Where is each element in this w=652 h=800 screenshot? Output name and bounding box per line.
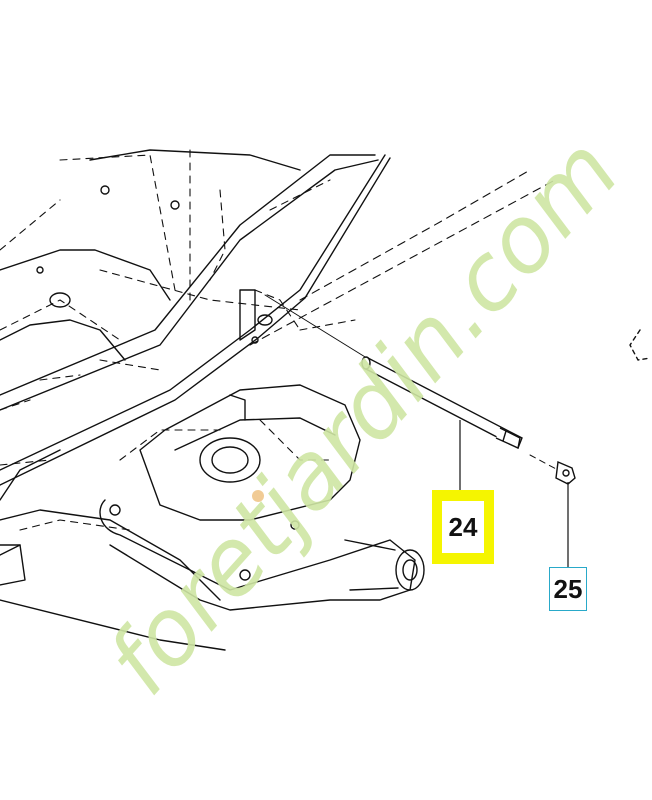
callout-part-24[interactable]: 24 — [432, 490, 494, 564]
pivot-bore — [199, 437, 261, 483]
clip-part-25 — [555, 460, 576, 485]
arm-pin-boss — [395, 549, 425, 591]
pin-part-24 — [361, 356, 523, 450]
pivot-housing — [139, 384, 361, 521]
frame-rail-lower — [0, 154, 386, 471]
guide-line-clip — [529, 454, 559, 471]
lower-arm — [99, 499, 416, 611]
guide-line-upper — [249, 179, 556, 346]
frame-panel-left — [0, 249, 171, 301]
hidden-lines — [0, 149, 356, 531]
frame-rail-upper-inner — [0, 159, 379, 411]
callout-part-24-label: 24 — [442, 501, 484, 553]
guide-line-pin — [264, 294, 371, 361]
callout-part-25[interactable]: 25 — [549, 567, 587, 611]
bracket-plate — [239, 289, 256, 341]
frame-rail-upper — [0, 154, 376, 396]
frame-edge-bottom — [0, 599, 226, 651]
left-component — [0, 544, 26, 586]
guide-line-mid — [299, 169, 531, 301]
right-edge-detail — [629, 329, 651, 361]
